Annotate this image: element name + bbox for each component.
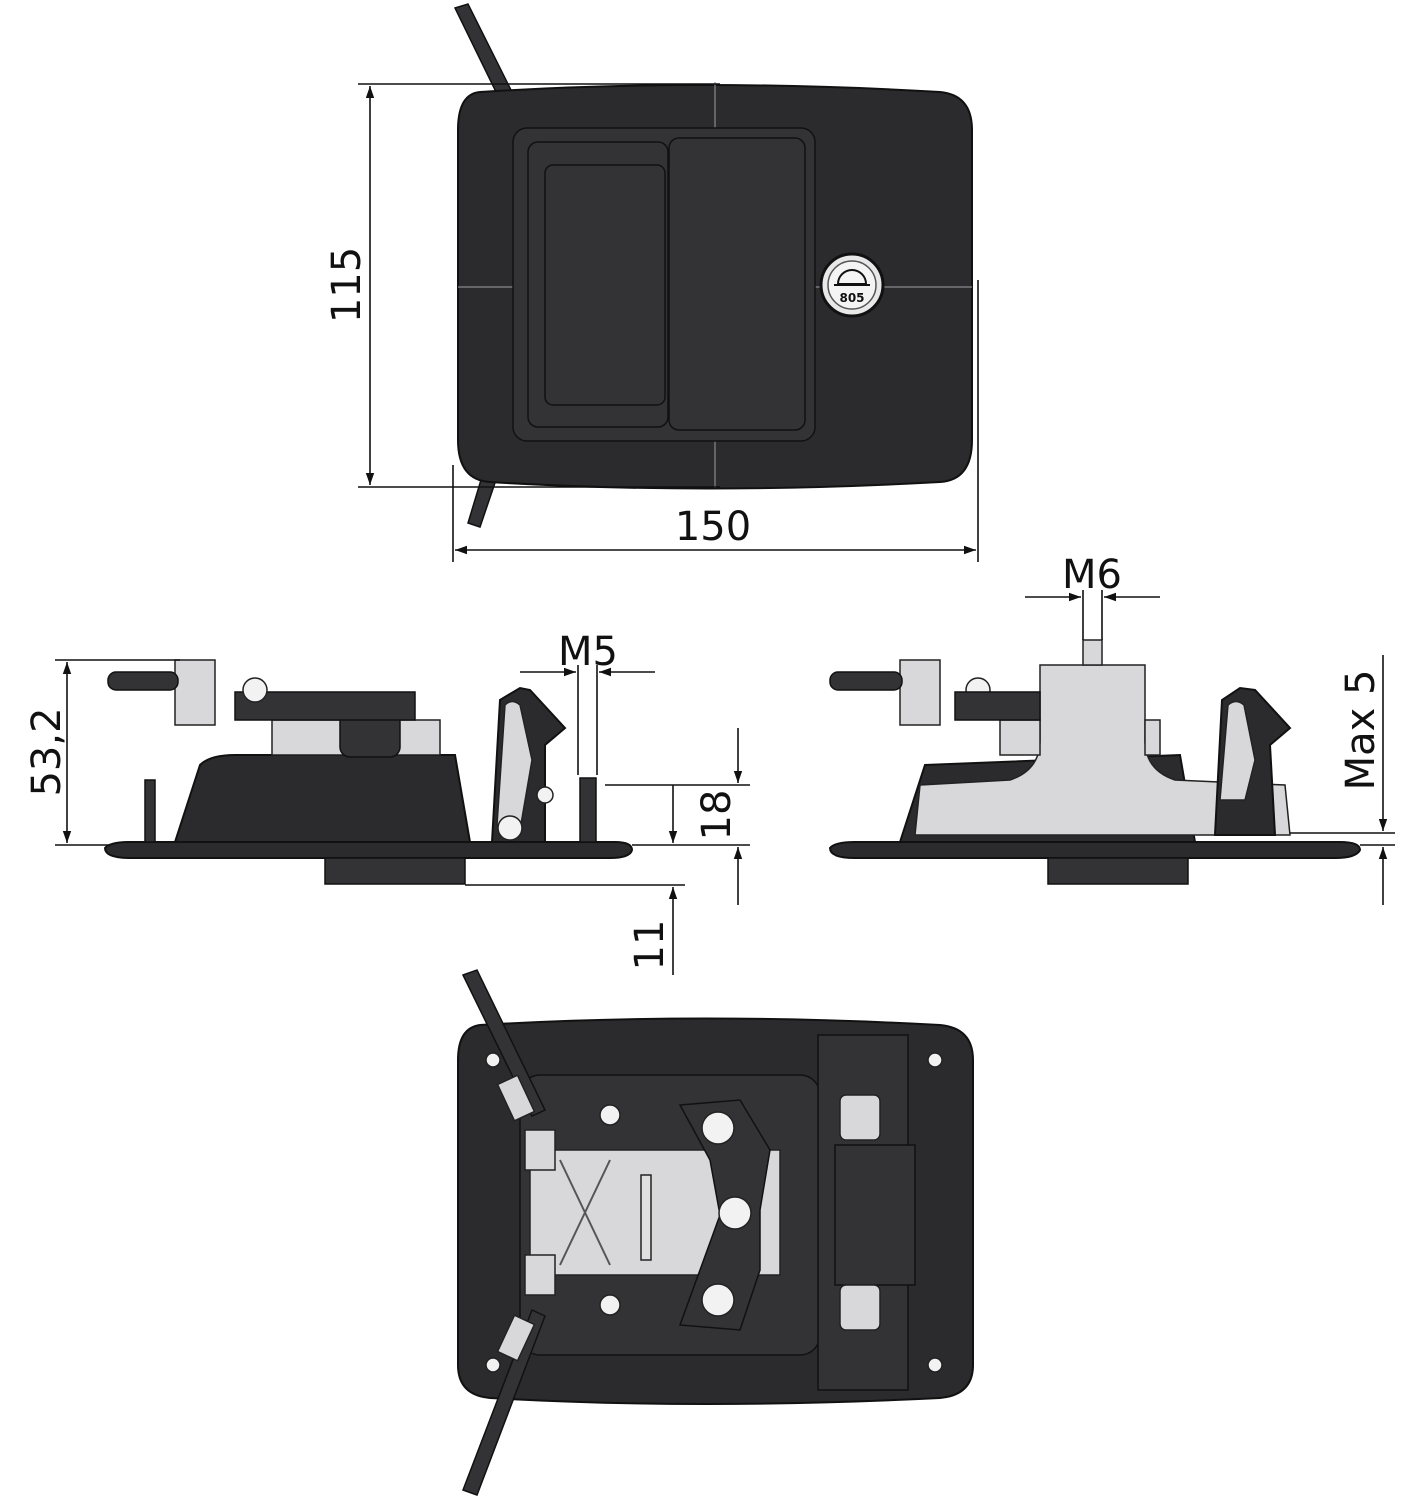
dimension-115: 115 <box>324 83 720 488</box>
svg-text:M5: M5 <box>558 629 618 675</box>
svg-text:M6: M6 <box>1062 552 1122 598</box>
lock-key-number: 805 <box>839 291 864 305</box>
bottom-view <box>457 969 974 1496</box>
dimension-m5: M5 <box>520 629 655 775</box>
cable-top <box>453 3 514 97</box>
lock-cylinder: 805 <box>819 252 885 318</box>
dimension-11: 11 <box>465 785 685 975</box>
side-view-right <box>828 639 1362 885</box>
svg-text:Max 5: Max 5 <box>1338 670 1384 791</box>
svg-text:150: 150 <box>675 504 751 550</box>
dimension-max-5: Max 5 <box>1290 655 1395 905</box>
side-view-left <box>103 659 634 885</box>
top-view: 805 <box>453 3 973 528</box>
dimension-150: 150 <box>452 280 979 562</box>
svg-text:53,2: 53,2 <box>24 707 70 796</box>
svg-text:18: 18 <box>694 790 740 841</box>
svg-text:115: 115 <box>324 247 370 323</box>
dimension-53-2: 53,2 <box>24 659 180 846</box>
svg-text:11: 11 <box>627 920 673 971</box>
dimension-m6: M6 <box>1025 552 1160 640</box>
dimension-18: 18 <box>605 728 750 905</box>
handle-paddle <box>668 137 806 431</box>
